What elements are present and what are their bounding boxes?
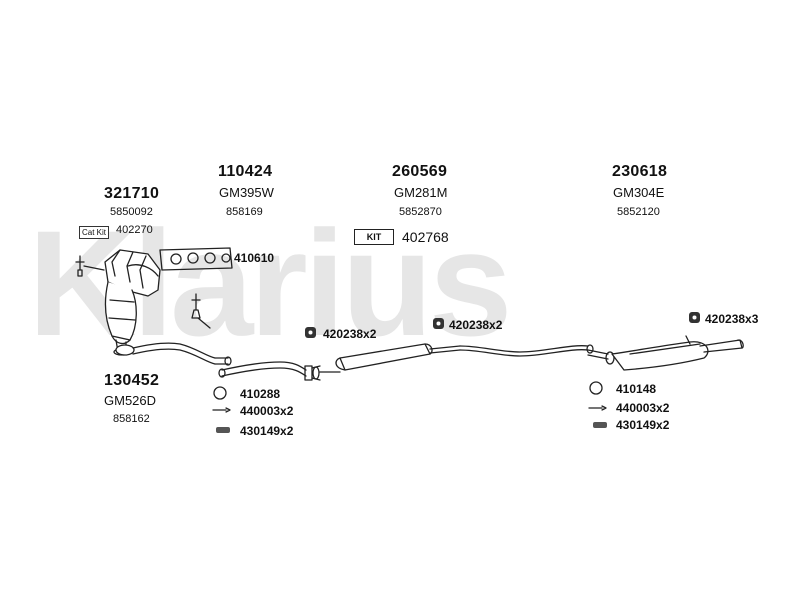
middle-pipe-reference: GM395W bbox=[219, 185, 274, 200]
front-pipe-number: 130452 bbox=[104, 372, 160, 389]
rear-box-reference: GM304E bbox=[613, 185, 665, 200]
gasket-set-part: 410610 bbox=[234, 251, 275, 265]
centre-box-sub: 5852870 bbox=[399, 206, 442, 218]
front-pipe bbox=[115, 342, 232, 366]
front-pipe-sub: 858162 bbox=[113, 413, 150, 425]
left-clamp-part: 430149x2 bbox=[240, 424, 294, 438]
manifold-gasket-set bbox=[159, 247, 233, 271]
mount-part-1: 420238x2 bbox=[323, 327, 377, 341]
rear-silencer bbox=[587, 335, 744, 371]
cat-kit-code: 402270 bbox=[116, 224, 153, 236]
kit-code: 402768 bbox=[402, 229, 449, 245]
front-pipe-reference: GM526D bbox=[104, 393, 157, 408]
mount-part-3: 420238x3 bbox=[705, 312, 759, 326]
right-clamp-part: 430149x2 bbox=[616, 418, 670, 432]
catalytic-converter-assembly bbox=[75, 249, 211, 356]
left-fittings bbox=[212, 386, 231, 433]
left-ring-part: 410288 bbox=[240, 387, 281, 401]
mount-part-2: 420238x2 bbox=[449, 318, 503, 332]
middle-pipe-number: 110424 bbox=[218, 163, 273, 180]
right-ring-part: 410148 bbox=[616, 382, 657, 396]
centre-box-reference: GM281M bbox=[394, 185, 448, 200]
centre-box-number: 260569 bbox=[392, 163, 448, 180]
cat-kit-badge: Cat Kit bbox=[79, 226, 110, 239]
middle-pipe bbox=[218, 361, 313, 381]
middle-pipe-sub: 858169 bbox=[226, 206, 263, 218]
left-bolt-part: 440003x2 bbox=[240, 404, 294, 418]
cat-reference: 5850092 bbox=[110, 206, 153, 218]
right-fittings bbox=[588, 381, 607, 428]
kit-badge: KIT bbox=[354, 229, 394, 245]
rear-box-sub: 5852120 bbox=[617, 206, 660, 218]
rear-box-number: 230618 bbox=[612, 163, 668, 180]
right-bolt-part: 440003x2 bbox=[616, 401, 670, 415]
centre-silencer bbox=[311, 343, 594, 381]
cat-part-number: 321710 bbox=[104, 185, 160, 202]
